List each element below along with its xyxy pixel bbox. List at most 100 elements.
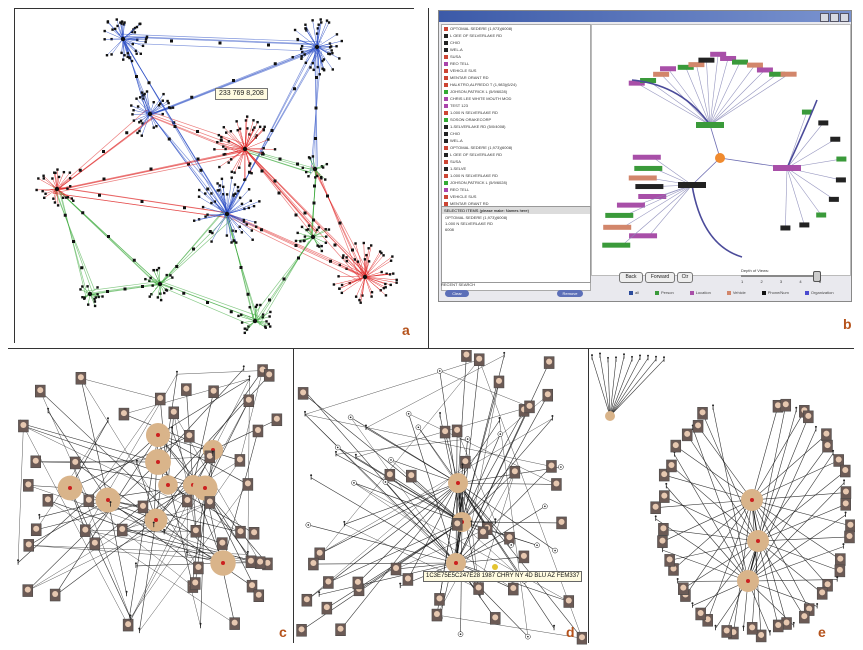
maximize-button[interactable] [830, 13, 839, 22]
entity-list-label: CHRIS LEE WHITE MOUTH MOD [450, 96, 512, 101]
network-node [338, 221, 342, 225]
graph-view[interactable] [591, 24, 851, 276]
leaf-node [210, 192, 213, 195]
depth-slider[interactable] [741, 275, 821, 277]
legend-item[interactable]: Organization [804, 290, 842, 295]
person-icon [639, 354, 641, 357]
depth-slider-handle[interactable] [813, 271, 821, 282]
network-edge [248, 152, 362, 281]
clear-button[interactable]: Clear [445, 290, 469, 297]
entity-list-item[interactable]: L OEE OF SELVERLAKE RD [442, 151, 590, 158]
legend-item[interactable]: Phone/Num [761, 290, 797, 295]
entity-list-item[interactable]: CHRIS LEE WHITE MOUTH MOD [442, 95, 590, 102]
leaf-node [311, 61, 314, 65]
close-button[interactable] [840, 13, 849, 22]
hub-spoke [156, 270, 161, 285]
leaf-node [300, 44, 304, 48]
entity-list-label: 1-SELVERLAKE RD (5/0/4008) [450, 124, 506, 129]
hub-node [312, 166, 318, 172]
network-node [128, 56, 132, 60]
entity-type-icon [444, 26, 448, 31]
entity-list-item[interactable]: MENTAR ORANT RD [442, 74, 590, 81]
selected-items-box[interactable]: SELECTED ITEMS (please make: Names here)… [441, 206, 591, 283]
network-edge [751, 499, 787, 624]
hub-spoke [226, 207, 249, 215]
network-node [314, 106, 318, 110]
entity-list-item[interactable]: REO TELL [442, 60, 590, 67]
leaf-node [105, 54, 109, 57]
entity-list-item[interactable]: CHIO [442, 39, 590, 46]
network-node [248, 170, 251, 174]
entity-list-item[interactable]: 1-SELVE [442, 165, 590, 172]
legend-item[interactable]: Location [689, 290, 719, 295]
entity-list-item[interactable]: REO TELL [442, 186, 590, 193]
entity-list-label: VEHICLE SUS [450, 68, 477, 73]
selected-item[interactable]: OPTOMAL SEDERE (1,973)(6008) [445, 215, 508, 220]
entity-list-item[interactable]: OPTOMAL SEDERE (1,973)(6008) [442, 25, 590, 32]
leaf-node [167, 101, 170, 105]
entity-list-item[interactable]: HALKTRO,ALFREDO T (1,983)(6/24) [442, 81, 590, 88]
person-icon [109, 501, 112, 504]
legend-item[interactable]: Person [655, 290, 682, 295]
network-edge [609, 359, 665, 417]
network-node [187, 162, 190, 166]
network-edge [120, 35, 320, 45]
entity-list-item[interactable]: VEHICLE SUS [442, 193, 590, 200]
back-button[interactable]: Back [619, 272, 643, 283]
entity-list-item[interactable]: 1-000 N SELVERLAKE RD [442, 109, 590, 116]
entity-list-item[interactable]: WEL-A [442, 46, 590, 53]
selected-item[interactable]: 1-000 N SELVERLAKE RD [445, 221, 493, 226]
entity-list-item[interactable]: SUSA [442, 53, 590, 60]
leaf-node [246, 127, 249, 130]
hub-spoke [254, 304, 261, 322]
network-node [278, 157, 282, 161]
entity-list-item[interactable]: JOHSON,PATRICK L (5/9/6028) [442, 179, 590, 186]
entity-list-item[interactable]: VEHICLE SUS [442, 67, 590, 74]
leaf-node [358, 298, 361, 302]
network-edge [120, 36, 320, 46]
entity-list-item[interactable]: L OEE OF SELVERLAKE RD [442, 32, 590, 39]
entity-list-item[interactable]: OPTOMAL SEDERE (1,973)(6008) [442, 144, 590, 151]
hub-spoke [222, 186, 228, 215]
forward-button[interactable]: Forward [645, 272, 675, 283]
selected-item[interactable]: 6008 [445, 227, 454, 232]
photo-face [244, 480, 251, 487]
network-edge [47, 411, 109, 501]
leaf-node [303, 53, 306, 56]
entity-list-item[interactable]: 1-SELVERLAKE RD (5/0/4008) [442, 123, 590, 130]
entity-list-label: SUSA [450, 54, 461, 59]
entity-list-item[interactable]: SOSON ORAKECORP [442, 116, 590, 123]
network-edge [337, 447, 463, 523]
entity-list-item[interactable]: CHIO [442, 130, 590, 137]
leaf-node [267, 138, 270, 141]
network-edge [478, 359, 583, 639]
entity-list-item[interactable]: MENTAR ORANT RD [442, 200, 590, 207]
vehicle-node-dot [560, 466, 562, 468]
leaf-node [221, 193, 225, 196]
leaf-node [111, 28, 114, 31]
hub-center [456, 481, 460, 485]
entity-list-item[interactable]: WEL-A [442, 137, 590, 144]
entity-list-item[interactable]: JOHSON,PATRICK L (5/9/6028) [442, 88, 590, 95]
graph-entity-node [732, 59, 749, 65]
hub-spoke [241, 314, 256, 322]
remove-button[interactable]: Remove [557, 290, 583, 297]
legend-swatch [804, 290, 809, 295]
photo-face [723, 627, 730, 634]
hub-spoke [301, 226, 314, 238]
network-edge [122, 484, 194, 531]
legend-item[interactable]: Vehicle [726, 290, 754, 295]
entity-type-icon [444, 152, 448, 157]
entity-list-item[interactable]: SUSA [442, 158, 590, 165]
photo-face [666, 556, 673, 563]
panel-b-label: b [843, 316, 852, 332]
entity-list-item[interactable]: 1-000 N SELVERLAKE RD [442, 172, 590, 179]
legend-item[interactable]: all [629, 290, 647, 295]
minimize-button[interactable] [820, 13, 829, 22]
network-edge [757, 405, 787, 542]
leaf-node [249, 199, 253, 203]
center-button[interactable]: Ctr [677, 272, 693, 283]
leaf-node [169, 106, 172, 110]
network-edge [200, 487, 206, 627]
entity-list-item[interactable]: TEST 123 [442, 102, 590, 109]
